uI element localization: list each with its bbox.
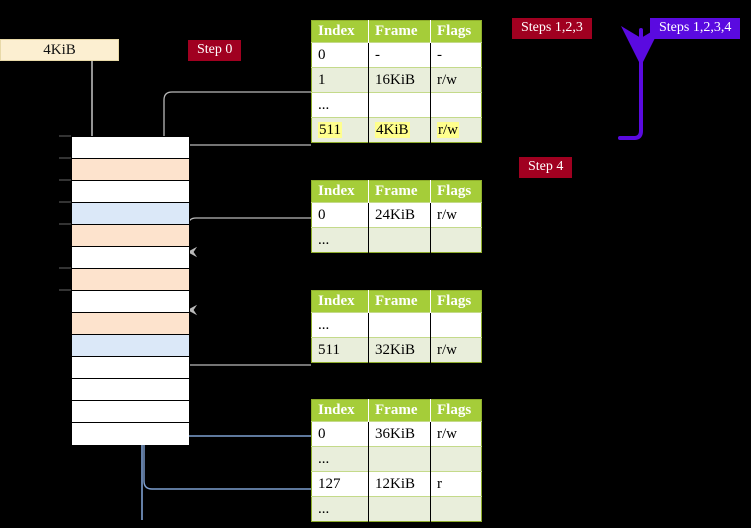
memory-frame-row bbox=[72, 247, 189, 269]
cell-index: 127 bbox=[311, 471, 369, 497]
memory-frame-row bbox=[72, 137, 189, 159]
cell-frame: 4KiB bbox=[368, 117, 431, 143]
column-header-index: Index bbox=[311, 399, 369, 422]
memory-frame-row bbox=[72, 357, 189, 379]
table-row: 0-- bbox=[311, 42, 482, 68]
cell-flags bbox=[430, 92, 482, 118]
cell-index: 0 bbox=[311, 42, 369, 68]
cell-index: 511 bbox=[311, 117, 369, 143]
memory-frame-row bbox=[72, 401, 189, 423]
cell-flags bbox=[430, 227, 482, 253]
cell-flags: r/w bbox=[430, 421, 482, 447]
memory-frame-row bbox=[72, 423, 189, 445]
physical-memory-block bbox=[71, 136, 190, 445]
highlighted-value: 4KiB bbox=[375, 121, 410, 138]
memory-frame-row bbox=[72, 313, 189, 335]
cell-flags: r/w bbox=[430, 117, 482, 143]
cell-frame bbox=[368, 446, 431, 472]
column-header-index: Index bbox=[311, 180, 369, 203]
highlighted-value: 511 bbox=[318, 121, 342, 138]
cell-frame: 12KiB bbox=[368, 471, 431, 497]
column-header-flags: Flags bbox=[430, 20, 482, 43]
memory-size-box: 4KiB bbox=[0, 39, 119, 61]
memory-frame-row bbox=[72, 181, 189, 203]
purple-bracket-arrow bbox=[618, 26, 661, 140]
column-header-flags: Flags bbox=[430, 290, 482, 313]
table-row: ... bbox=[311, 92, 482, 118]
cell-flags bbox=[430, 312, 482, 338]
column-header-frame: Frame bbox=[368, 399, 431, 422]
table-row: 511 4KiB r/w bbox=[311, 117, 482, 143]
table-row: ... bbox=[311, 312, 482, 338]
cell-frame: - bbox=[368, 42, 431, 68]
cell-index: ... bbox=[311, 227, 369, 253]
wire-table1-to-block bbox=[187, 217, 311, 258]
cell-flags bbox=[430, 446, 482, 472]
column-header-frame: Frame bbox=[368, 180, 431, 203]
column-header-flags: Flags bbox=[430, 399, 482, 422]
memory-frame-row bbox=[72, 269, 189, 291]
cell-flags bbox=[430, 496, 482, 522]
memory-size-label: 4KiB bbox=[43, 41, 76, 58]
block-tick-marks bbox=[59, 135, 71, 291]
cell-flags: r/w bbox=[430, 337, 482, 363]
column-header-index: Index bbox=[311, 20, 369, 43]
badge-step-4: Step 4 bbox=[519, 157, 573, 178]
column-header-flags: Flags bbox=[430, 180, 482, 203]
cell-flags: r/w bbox=[430, 67, 482, 93]
badge-steps-1234: Steps 1,2,3,4 bbox=[650, 18, 741, 39]
table-row: ... bbox=[311, 227, 482, 253]
memory-frame-row bbox=[72, 203, 189, 225]
cell-frame: 36KiB bbox=[368, 421, 431, 447]
column-header-frame: Frame bbox=[368, 290, 431, 313]
badge-step-0: Step 0 bbox=[188, 40, 242, 61]
cell-index: ... bbox=[311, 312, 369, 338]
cell-flags: - bbox=[430, 42, 482, 68]
cell-index: 0 bbox=[311, 421, 369, 447]
cell-index: ... bbox=[311, 446, 369, 472]
memory-frame-row bbox=[72, 291, 189, 313]
cell-index: 1 bbox=[311, 67, 369, 93]
badge-steps-123: Steps 1,2,3 bbox=[512, 18, 592, 39]
cell-index: 511 bbox=[311, 337, 369, 363]
memory-frame-row bbox=[72, 159, 189, 181]
cell-flags: r bbox=[430, 471, 482, 497]
column-header-index: Index bbox=[311, 290, 369, 313]
cell-index: ... bbox=[311, 92, 369, 118]
column-header-frame: Frame bbox=[368, 20, 431, 43]
cell-frame bbox=[368, 496, 431, 522]
cell-index: 0 bbox=[311, 202, 369, 228]
cell-frame: 24KiB bbox=[368, 202, 431, 228]
cell-frame: 16KiB bbox=[368, 67, 431, 93]
memory-frame-row bbox=[72, 335, 189, 357]
memory-frame-row bbox=[72, 225, 189, 247]
highlighted-value: r/w bbox=[437, 121, 459, 138]
cell-index: ... bbox=[311, 496, 369, 522]
cell-flags: r/w bbox=[430, 202, 482, 228]
cell-frame bbox=[368, 92, 431, 118]
cell-frame: 32KiB bbox=[368, 337, 431, 363]
cell-frame bbox=[368, 312, 431, 338]
table-row: ... bbox=[311, 446, 482, 472]
memory-frame-row bbox=[72, 379, 189, 401]
cell-frame bbox=[368, 227, 431, 253]
table-row: ... bbox=[311, 496, 482, 522]
